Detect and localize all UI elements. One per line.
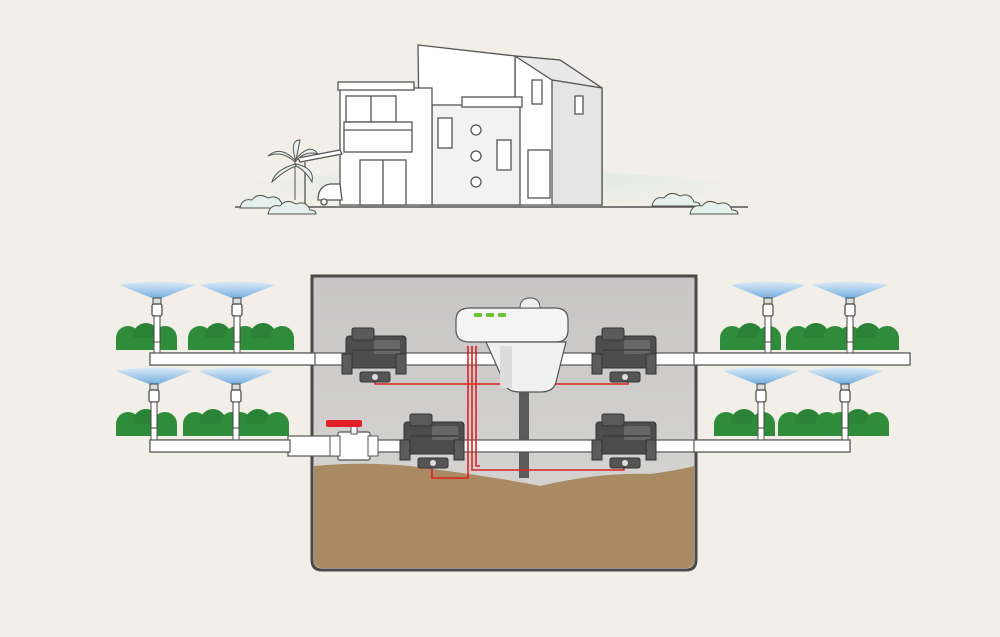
- controller-led: [498, 313, 506, 317]
- soil: [314, 463, 694, 568]
- left-upper-branch: [116, 280, 294, 361]
- solenoid-valve-icon: [341, 327, 407, 383]
- ball-valve-icon: [326, 420, 379, 461]
- irrigation-controller-icon: [455, 297, 569, 393]
- right-upper-branch: [720, 280, 899, 361]
- controller-led: [474, 313, 482, 317]
- controller-led: [486, 313, 494, 317]
- pipe-overlays: [149, 352, 911, 453]
- controller-pole: [519, 392, 529, 478]
- left-lower-branch: [115, 366, 289, 447]
- solenoid-valve-icon: [591, 327, 657, 383]
- right-lower-branch: [714, 366, 889, 447]
- solenoid-valve-icon: [399, 413, 465, 469]
- palm-tree: [267, 139, 320, 200]
- solenoid-valve-icon: [591, 413, 657, 469]
- house-illustration: [297, 44, 603, 206]
